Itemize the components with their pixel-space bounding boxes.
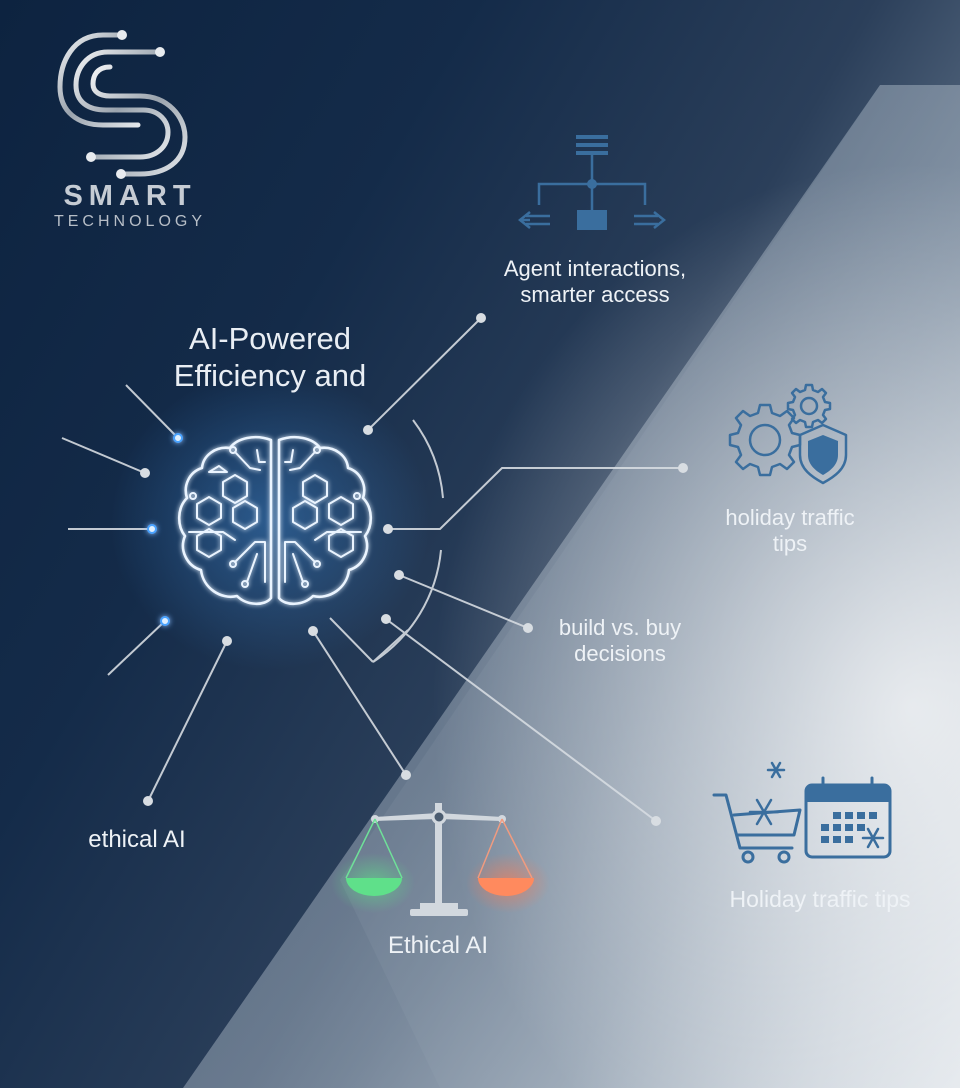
ethical-ai-left-label: ethical AI — [88, 826, 186, 853]
agent-line-1: Agent interactions, — [503, 256, 687, 281]
gears-shield-icon — [728, 383, 848, 485]
balance-scale-icon — [331, 803, 550, 916]
title-line-2: Efficiency and — [173, 358, 367, 394]
holiday-traffic-label: Holiday traffic tips — [729, 886, 911, 912]
cart-calendar-snowflake-icon — [712, 761, 892, 864]
title-line-1: AI-Powered — [189, 321, 351, 356]
logo-brand-top: SMART — [63, 180, 197, 212]
ethical-ai-scale-label: Ethical AI — [387, 932, 489, 959]
brain-circuit-icon — [177, 435, 373, 606]
build-buy-line-2: decisions — [574, 641, 666, 667]
gear-shield-label: holiday traffic tips — [690, 505, 890, 558]
agent-interactions-label: Agent interactions, smarter access — [470, 256, 720, 309]
build-buy-line-1: build vs. buy — [558, 615, 682, 640]
hierarchy-arrows-icon — [517, 135, 667, 230]
build-vs-buy-label: build vs. buy decisions — [535, 615, 705, 668]
logo-brand-bottom: TECHNOLOGY — [53, 213, 206, 230]
page-title: AI-Powered Efficiency and — [150, 320, 390, 394]
gear-shield-line-1: holiday traffic — [725, 505, 855, 530]
agent-line-2: smarter access — [520, 282, 670, 308]
gear-shield-line-2: tips — [772, 531, 808, 557]
logo-s-icon — [57, 30, 188, 179]
